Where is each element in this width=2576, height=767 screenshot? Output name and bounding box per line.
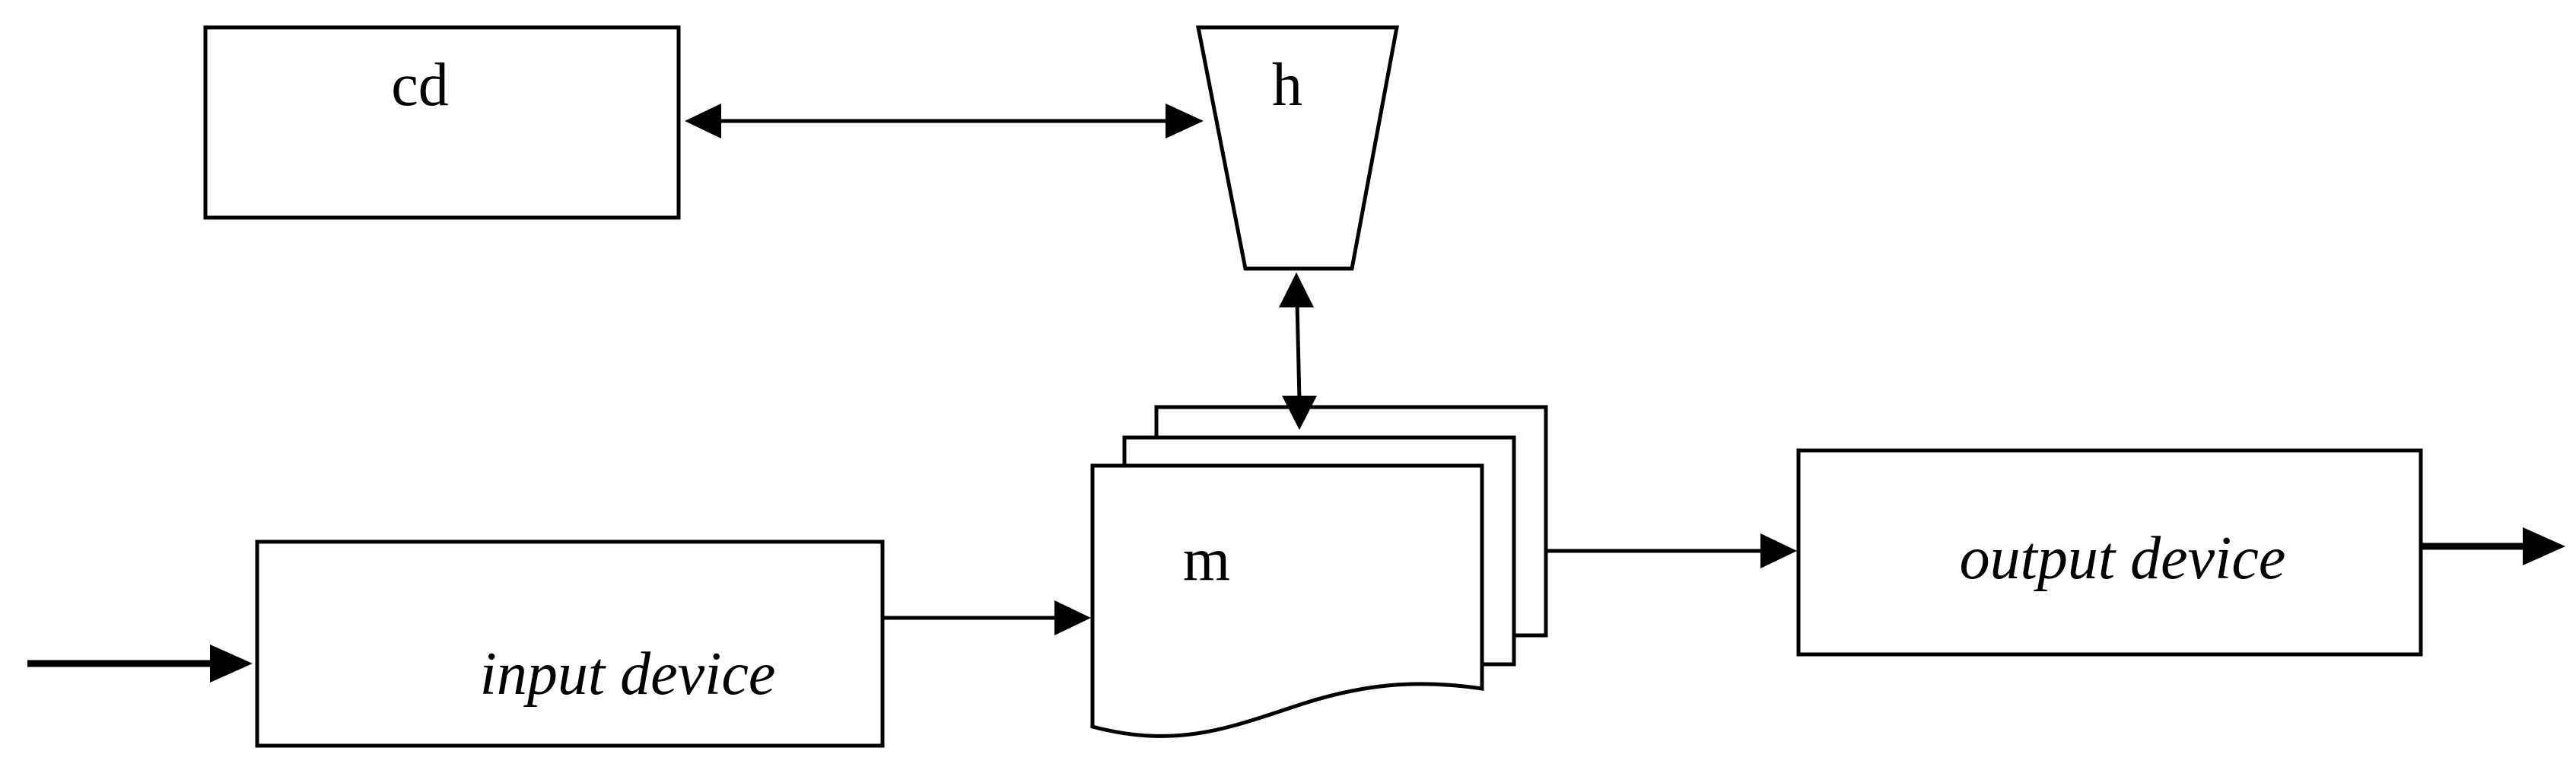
edge-m-output — [1546, 533, 1797, 568]
node-cd-label: cd — [391, 52, 449, 119]
node-h-label: h — [1272, 52, 1302, 119]
edge-output-external — [2422, 527, 2565, 565]
document-front-sheet — [1090, 463, 1484, 738]
node-input-device-label: input device — [480, 641, 776, 708]
arrowhead-up — [1279, 272, 1314, 307]
arrowhead-right — [1760, 533, 1797, 568]
node-input-device: input device — [255, 539, 885, 748]
node-m: m — [1090, 405, 1548, 738]
node-output-device-label: output device — [1960, 525, 2286, 592]
arrowhead-down — [1282, 396, 1317, 430]
arrowhead-left — [685, 103, 721, 138]
arrowhead-right — [1166, 103, 1204, 138]
node-m-label: m — [1183, 527, 1230, 594]
edge-cd-h — [685, 103, 1204, 138]
arrowhead-right — [210, 644, 253, 683]
edge-external-input — [27, 644, 253, 683]
edge-h-m — [1279, 272, 1317, 430]
node-output-device: output device — [1796, 448, 2423, 657]
edge-input-m — [884, 600, 1091, 635]
arrowhead-right — [1054, 600, 1091, 635]
node-cd: cd — [203, 25, 681, 220]
node-h: h — [1195, 25, 1400, 271]
arrowhead-right — [2523, 527, 2565, 565]
